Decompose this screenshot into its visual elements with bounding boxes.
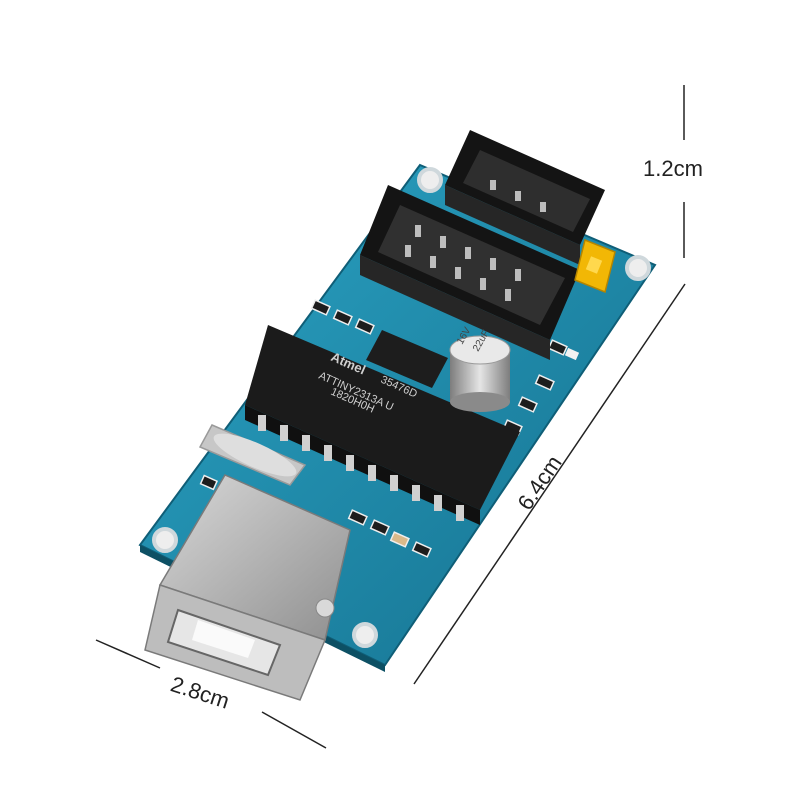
mounting-hole [417,167,443,193]
mounting-hole [152,527,178,553]
mounting-hole [625,255,651,281]
width-dimension-line-left [95,639,161,669]
width-dimension-line-right [261,711,327,749]
idc-header-rear [445,130,605,265]
height-label: 1.2cm [643,156,703,181]
crystal-oscillator [198,424,307,486]
length-dimension-line [413,283,686,685]
idc-header-front [360,180,580,360]
dimension-lines [95,85,686,749]
mounting-hole [352,622,378,648]
capacitor [449,335,511,412]
jumper [574,238,616,294]
smd-components [199,299,580,558]
dip-chip [245,325,520,525]
usb-b-connector [144,474,351,701]
small-ic [366,330,448,388]
